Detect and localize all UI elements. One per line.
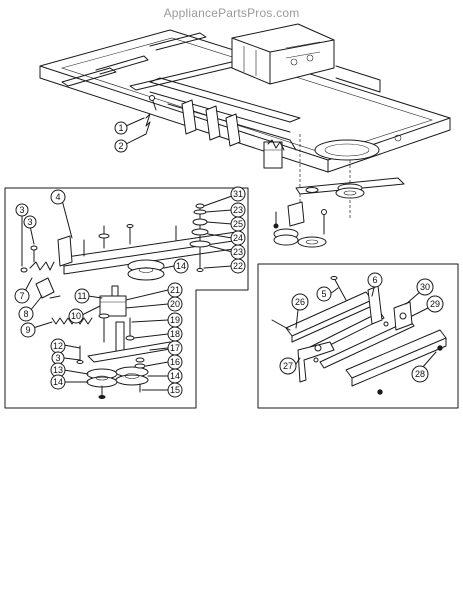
svg-text:5: 5 bbox=[321, 289, 326, 299]
callout-13: 13 bbox=[50, 362, 89, 378]
svg-text:14: 14 bbox=[53, 377, 63, 387]
svg-text:4: 4 bbox=[55, 192, 60, 202]
svg-text:14: 14 bbox=[170, 371, 180, 381]
callout-5: 5 bbox=[316, 286, 339, 302]
svg-text:20: 20 bbox=[170, 299, 180, 309]
callout-2: 2 bbox=[114, 133, 147, 153]
callout-26: 26 bbox=[291, 293, 309, 329]
svg-text:27: 27 bbox=[283, 361, 293, 371]
svg-text:19: 19 bbox=[170, 315, 180, 325]
svg-text:23: 23 bbox=[233, 205, 243, 215]
callout-28: 28 bbox=[411, 351, 437, 383]
svg-text:22: 22 bbox=[233, 261, 243, 271]
callout-1: 1 bbox=[114, 117, 145, 135]
callout-15: 15 bbox=[141, 382, 183, 398]
svg-text:18: 18 bbox=[170, 329, 180, 339]
svg-text:11: 11 bbox=[77, 291, 86, 301]
svg-text:29: 29 bbox=[430, 299, 440, 309]
callout-30: 30 bbox=[405, 278, 434, 305]
svg-text:14: 14 bbox=[176, 261, 186, 271]
right-panel-border bbox=[257, 263, 459, 409]
right-callouts: 26 5 6 30 29 27 28 bbox=[279, 272, 444, 383]
svg-text:30: 30 bbox=[420, 282, 430, 292]
callout-22: 22 bbox=[203, 258, 246, 274]
svg-text:1: 1 bbox=[118, 123, 123, 133]
callout-31: 31 bbox=[203, 186, 246, 207]
callout-3a: 3 bbox=[15, 203, 29, 267]
callout-16: 16 bbox=[145, 354, 183, 370]
svg-text:28: 28 bbox=[415, 369, 425, 379]
svg-text:24: 24 bbox=[233, 233, 243, 243]
callout-8: 8 bbox=[18, 295, 43, 322]
svg-text:21: 21 bbox=[170, 285, 180, 295]
svg-text:31: 31 bbox=[233, 189, 243, 199]
svg-text:3: 3 bbox=[55, 353, 60, 363]
callout-3b: 3 bbox=[23, 215, 37, 245]
svg-text:8: 8 bbox=[23, 309, 28, 319]
callout-14b: 14 bbox=[50, 374, 89, 390]
watermark: AppliancePartsPros.com bbox=[163, 6, 300, 20]
drive-assembly bbox=[20, 203, 241, 399]
callout-18: 18 bbox=[133, 326, 183, 342]
callout-21: 21 bbox=[125, 282, 183, 301]
svg-text:3: 3 bbox=[19, 205, 24, 215]
svg-text:13: 13 bbox=[53, 365, 63, 375]
callout-24: 24 bbox=[207, 230, 246, 246]
svg-text:3: 3 bbox=[27, 217, 32, 227]
svg-text:6: 6 bbox=[372, 275, 377, 285]
svg-text:9: 9 bbox=[25, 325, 30, 335]
callout-29: 29 bbox=[411, 295, 444, 317]
left-callouts: 4 3 3 7 8 9 10 11 12 3 13 14 31 23 25 24… bbox=[14, 186, 246, 398]
callout-14c: 14 bbox=[147, 368, 183, 384]
callout-25: 25 bbox=[206, 216, 246, 232]
svg-text:2: 2 bbox=[118, 141, 123, 151]
callout-19: 19 bbox=[131, 312, 183, 328]
svg-text:12: 12 bbox=[53, 341, 63, 351]
callout-10: 10 bbox=[68, 305, 101, 324]
callout-11: 11 bbox=[74, 288, 103, 304]
deck-frame bbox=[39, 23, 451, 248]
svg-text:15: 15 bbox=[170, 385, 180, 395]
svg-text:17: 17 bbox=[170, 343, 180, 353]
callout-3c: 3 bbox=[51, 351, 81, 365]
callout-6: 6 bbox=[367, 272, 383, 297]
callout-4: 4 bbox=[50, 189, 73, 239]
callout-20: 20 bbox=[125, 296, 183, 312]
linkage-assembly bbox=[271, 276, 447, 395]
callout-14a: 14 bbox=[163, 258, 189, 274]
callout-27: 27 bbox=[279, 357, 301, 375]
callout-7: 7 bbox=[14, 277, 33, 304]
callout-12: 12 bbox=[50, 338, 81, 354]
svg-text:25: 25 bbox=[233, 219, 243, 229]
svg-text:10: 10 bbox=[71, 311, 81, 321]
callout-23a: 23 bbox=[205, 202, 246, 218]
svg-text:23: 23 bbox=[233, 247, 243, 257]
svg-text:7: 7 bbox=[19, 291, 24, 301]
svg-text:16: 16 bbox=[170, 357, 180, 367]
callout-9: 9 bbox=[20, 321, 53, 338]
svg-text:26: 26 bbox=[295, 297, 305, 307]
left-panel-border bbox=[4, 187, 249, 409]
